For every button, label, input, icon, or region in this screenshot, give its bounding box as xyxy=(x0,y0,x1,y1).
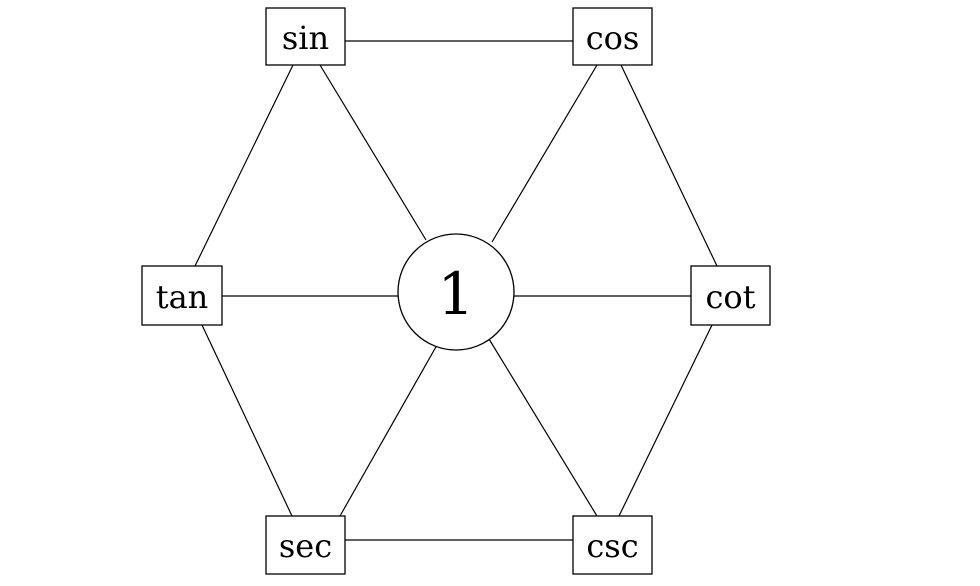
edge-cot-csc xyxy=(618,324,713,517)
node-sin-box xyxy=(265,7,346,66)
center-circle xyxy=(397,233,515,351)
node-csc: csc xyxy=(572,515,653,575)
node-tan-label: tan xyxy=(156,278,209,316)
node-cot-box xyxy=(690,265,771,326)
node-tan-box xyxy=(141,265,223,326)
edge-sec-tan xyxy=(201,324,293,517)
node-cot: cot xyxy=(690,265,771,326)
edge-cos-center xyxy=(491,64,598,243)
node-cos-box xyxy=(572,7,653,66)
node-sec-label: sec xyxy=(279,527,332,565)
node-sin: sin xyxy=(265,7,346,66)
node-csc-label: csc xyxy=(586,527,638,565)
edge-csc-center xyxy=(488,338,598,517)
node-csc-box xyxy=(572,515,653,575)
node-cot-label: cot xyxy=(705,278,755,316)
node-cos-label: cos xyxy=(586,19,640,57)
node-sec: sec xyxy=(265,515,346,575)
edge-cos-cot xyxy=(620,64,718,267)
node-cos: cos xyxy=(572,7,653,66)
center-label: 1 xyxy=(438,260,475,328)
node-sec-box xyxy=(265,515,346,575)
edge-sec-center xyxy=(339,344,438,517)
center-node: 1 xyxy=(397,233,515,351)
edge-tan-sin xyxy=(194,64,294,267)
node-tan: tan xyxy=(141,265,223,326)
edge-sin-center xyxy=(319,64,427,241)
node-sin-label: sin xyxy=(282,19,329,57)
